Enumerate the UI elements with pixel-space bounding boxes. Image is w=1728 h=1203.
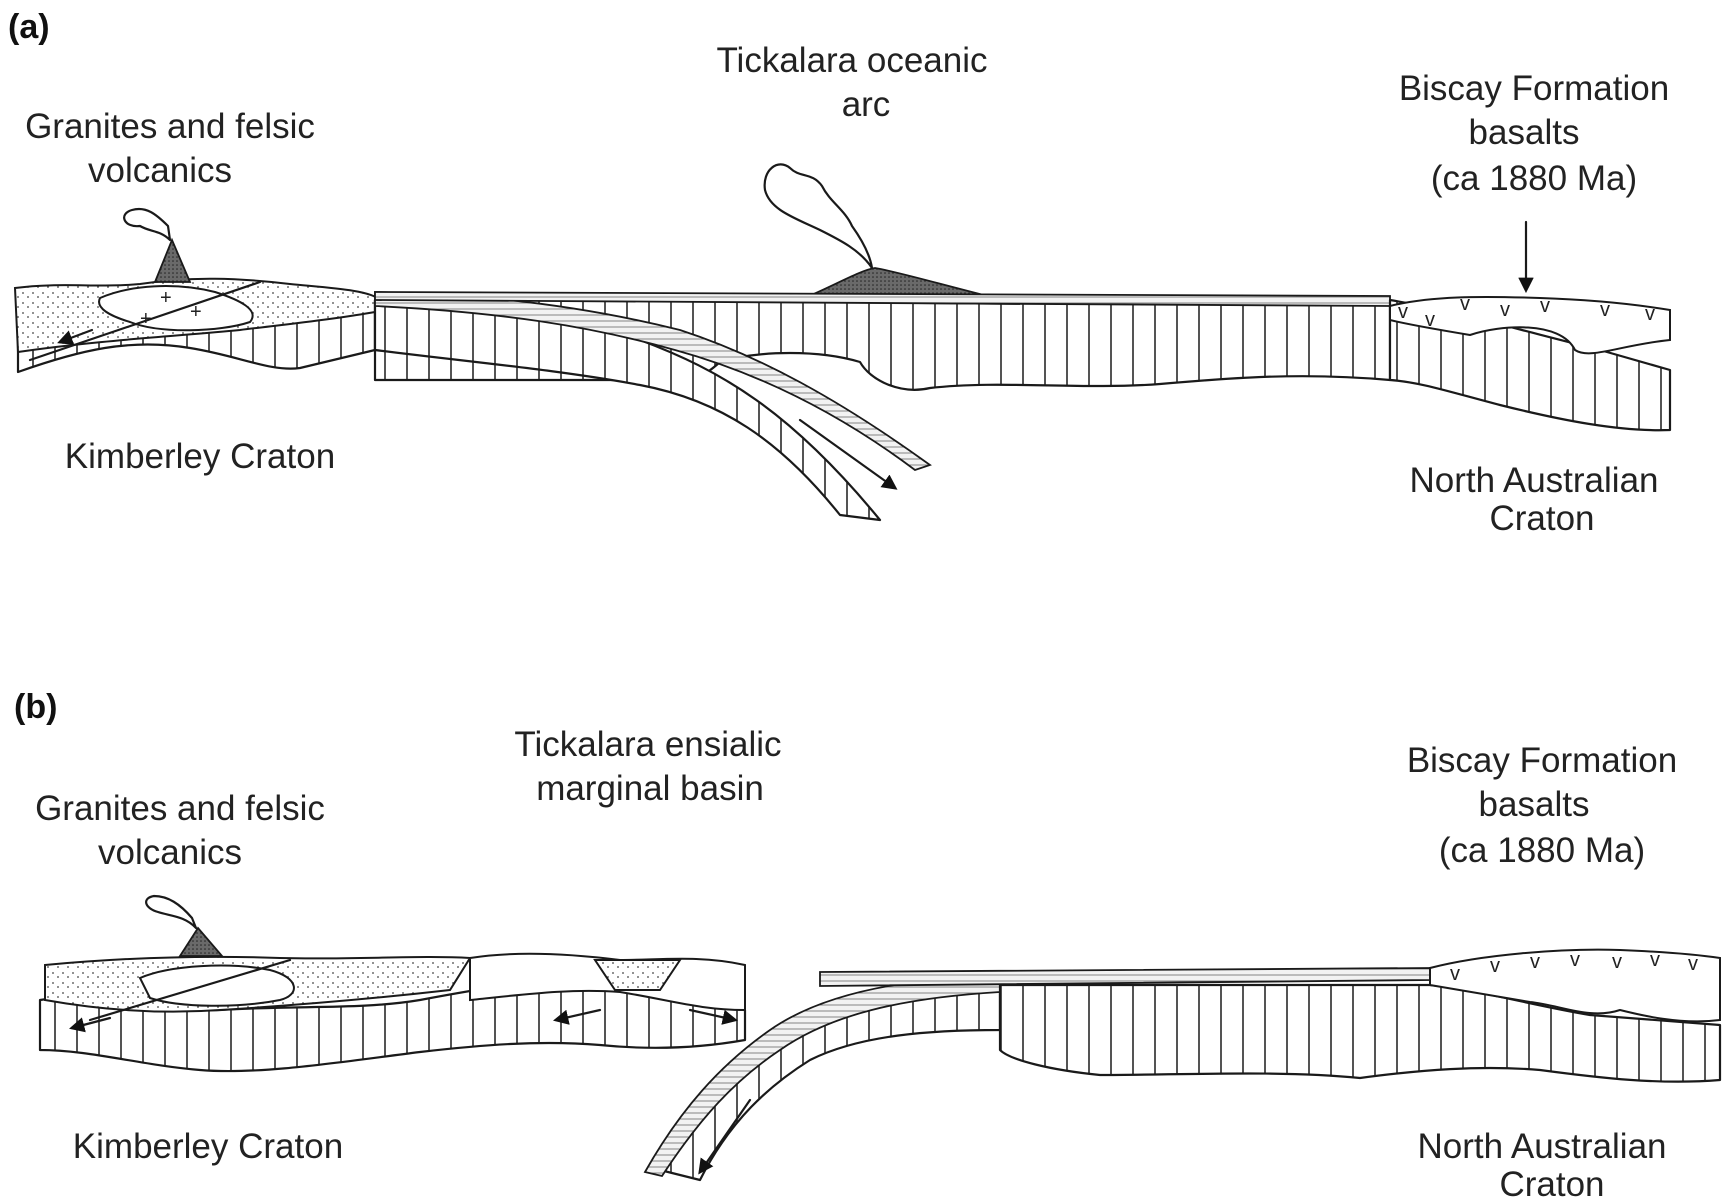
felsic-volcano-a xyxy=(155,240,190,282)
felsic-volcano-b xyxy=(180,928,222,956)
svg-text:v: v xyxy=(1600,299,1610,321)
svg-text:v: v xyxy=(1490,955,1500,977)
svg-text:+: + xyxy=(160,287,172,309)
panel-b-label: (b) xyxy=(14,688,57,726)
panel-a-label: (a) xyxy=(8,8,50,46)
svg-text:v: v xyxy=(1425,309,1435,331)
biscay-label-a-3: (ca 1880 Ma) xyxy=(1431,159,1637,198)
svg-text:v: v xyxy=(1460,293,1470,315)
svg-text:v: v xyxy=(1645,303,1655,325)
biscay-label-a-2: basalts xyxy=(1469,113,1580,152)
eruption-plume-a xyxy=(124,209,170,240)
svg-text:v: v xyxy=(1540,295,1550,317)
eruption-plume-b xyxy=(146,896,196,928)
arc-label-b-1: Tickalara ensialic xyxy=(514,725,781,764)
north-label-a-2: Craton xyxy=(1489,499,1594,538)
north-label-b-2: Craton xyxy=(1499,1165,1604,1203)
granites-label-b-1: Granites and felsic xyxy=(35,789,325,828)
svg-text:v: v xyxy=(1530,951,1540,973)
granites-label-a-2: volcanics xyxy=(88,151,232,190)
north-label-b-1: North Australian xyxy=(1417,1127,1666,1166)
svg-text:v: v xyxy=(1450,963,1460,985)
biscay-label-a-1: Biscay Formation xyxy=(1399,69,1669,108)
svg-text:v: v xyxy=(1570,949,1580,971)
kimberley-label-b: Kimberley Craton xyxy=(73,1127,343,1166)
svg-text:v: v xyxy=(1688,953,1698,975)
svg-text:v: v xyxy=(1650,949,1660,971)
arc-label-a-2: arc xyxy=(842,85,891,124)
arc-plume-a xyxy=(765,164,872,268)
biscay-label-b-2: basalts xyxy=(1479,785,1590,824)
kimberley-label-a: Kimberley Craton xyxy=(65,437,335,476)
north-label-a-1: North Australian xyxy=(1409,461,1658,500)
arc-label-b-2: marginal basin xyxy=(536,769,764,808)
biscay-label-b-1: Biscay Formation xyxy=(1407,741,1677,780)
granites-label-a-1: Granites and felsic xyxy=(25,107,315,146)
granite-pluton-b xyxy=(140,966,294,1006)
granites-label-b-2: volcanics xyxy=(98,833,242,872)
biscay-label-b-3: (ca 1880 Ma) xyxy=(1439,831,1645,870)
svg-text:v: v xyxy=(1612,951,1622,973)
arc-label-a-1: Tickalara oceanic xyxy=(716,41,987,80)
svg-text:v: v xyxy=(1398,301,1408,323)
svg-text:v: v xyxy=(1500,299,1510,321)
ocean-floor-sheet-b xyxy=(820,968,1430,986)
